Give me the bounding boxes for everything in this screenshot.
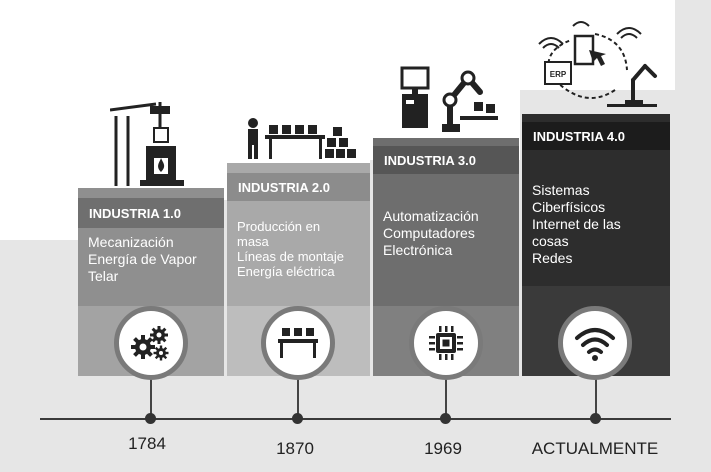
steam-engine-icon bbox=[110, 102, 184, 186]
timeline-stem bbox=[297, 370, 299, 418]
stage-description: Producción en masa Líneas de montaje Ene… bbox=[227, 219, 370, 279]
stage-description-line: Computadores bbox=[383, 225, 475, 241]
stage-title: INDUSTRIA 3.0 bbox=[373, 146, 519, 174]
timeline-dot bbox=[440, 413, 451, 424]
stage-description-line: Internet de las bbox=[532, 216, 621, 232]
stage-description-line: Automatización bbox=[383, 208, 479, 224]
stage-description: Sistemas Ciberfísicos Internet de las co… bbox=[522, 182, 670, 267]
timeline-year-label: 1784 bbox=[128, 434, 166, 453]
conveyor-icon bbox=[278, 328, 318, 358]
wifi-icon bbox=[575, 328, 615, 361]
stage-icon-circle bbox=[409, 306, 483, 380]
stage-description-line: Líneas de montaje bbox=[237, 249, 344, 264]
timeline-dot bbox=[145, 413, 156, 424]
timeline-stem bbox=[150, 370, 152, 418]
timeline-dot bbox=[292, 413, 303, 424]
stage-description-line: Electrónica bbox=[383, 242, 453, 258]
timeline-axis bbox=[40, 418, 671, 420]
stage-description-line: Redes bbox=[532, 250, 573, 266]
stage-description-line: Sistemas bbox=[532, 182, 590, 198]
background-step bbox=[675, 0, 711, 472]
chip-icon bbox=[429, 326, 463, 360]
stage-description-line: Producción en bbox=[237, 219, 321, 234]
stage-description-line: Energía de Vapor bbox=[88, 251, 197, 267]
assembly-line-icon bbox=[248, 118, 356, 159]
stage-description-line: Telar bbox=[88, 268, 119, 284]
stage-description-line: Energía eléctrica bbox=[237, 264, 335, 279]
stage-icon-circle bbox=[114, 306, 188, 380]
stage-description-line: Mecanización bbox=[88, 234, 174, 250]
stage-description-line: masa bbox=[237, 234, 269, 249]
stage-description-line: Ciberfísicos bbox=[532, 199, 606, 215]
timeline-stem bbox=[445, 370, 447, 418]
timeline-dot bbox=[590, 413, 601, 424]
timeline-year-label: 1969 bbox=[424, 439, 462, 458]
stage-description: Automatización Computadores Electrónica bbox=[373, 208, 519, 259]
timeline-stem bbox=[595, 370, 597, 418]
erp-label: ERP bbox=[550, 70, 567, 79]
stage-title: INDUSTRIA 1.0 bbox=[78, 198, 224, 228]
stage-title: INDUSTRIA 2.0 bbox=[227, 173, 370, 201]
stage-icon-circle bbox=[261, 306, 335, 380]
timeline-year-label: ACTUALMENTE bbox=[531, 439, 659, 458]
stage-icon-circle bbox=[558, 306, 632, 380]
stage-title: INDUSTRIA 4.0 bbox=[522, 122, 670, 150]
smart-factory-icon: ERP bbox=[538, 21, 657, 107]
timeline-year-label: 1870 bbox=[276, 439, 314, 458]
stage-description: Mecanización Energía de Vapor Telar bbox=[78, 234, 224, 285]
gears-icon bbox=[131, 326, 169, 361]
stage-description-line: cosas bbox=[532, 233, 569, 249]
robot-arm-computer-icon bbox=[400, 66, 498, 132]
